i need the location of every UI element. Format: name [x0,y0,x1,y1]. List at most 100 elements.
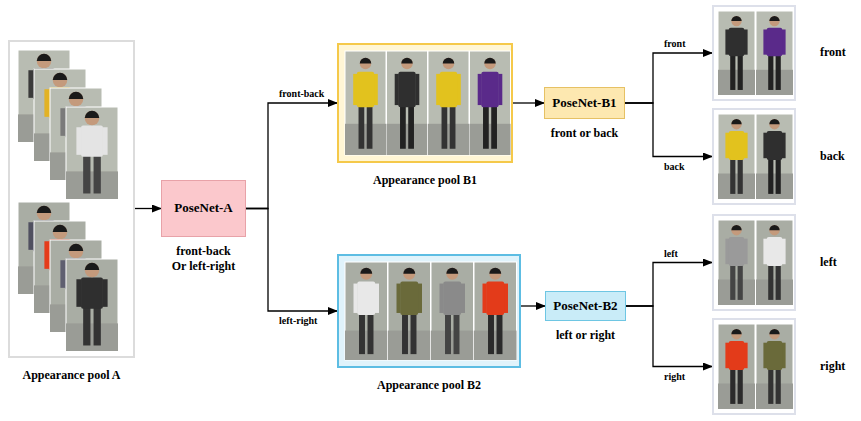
person-head [489,268,501,280]
photo-floor [66,171,118,199]
person-head [360,58,371,69]
person-hair [360,58,371,64]
image-pool: Appearance pool B2 [337,254,521,368]
person-torso [481,72,498,107]
photo-floor [345,331,388,360]
text-slot: back [820,149,845,164]
node-caption: right [820,359,845,374]
person-hair [85,111,100,118]
photo-bg [756,11,793,95]
person-torso [398,72,415,107]
node-caption: Appearance pool B1 [325,173,525,188]
person-head [769,119,779,129]
flow-arrow [626,263,712,307]
person-leg [730,264,735,300]
person-hair [731,119,741,124]
photo-floor [470,124,511,155]
person-head [401,58,412,69]
photo-bg [756,220,793,305]
person-torso [729,28,745,57]
person-head [85,111,100,126]
person-leg [83,307,90,346]
photo-floor [718,384,755,410]
network-box: PoseNet-B2left or right [545,291,626,321]
person-arm [782,29,786,54]
node-caption: left or right [486,328,686,343]
photo-strip [714,7,794,99]
photo-floor [388,331,431,360]
person-torso [729,237,745,266]
person-leg [768,368,773,404]
flow-arrow [246,103,337,209]
photo-floor [387,124,428,155]
output-pool: right [712,318,796,415]
person-head [69,244,84,259]
person-leg [408,105,414,149]
text-slot: left or right [486,328,686,343]
photo-bg [345,262,388,360]
photo-floor [718,70,755,95]
person-hair [53,225,68,232]
person-torso [767,28,783,57]
photo-strip [339,256,519,366]
photo-floor [718,174,755,200]
photo-floor [428,124,469,155]
branch-label: front [663,38,686,50]
person-arm [44,241,49,269]
person-torso [443,282,461,315]
person-hair [489,268,501,274]
image-pool: Appearance pool A [8,40,135,358]
person-hair [360,268,372,274]
person-leg [402,313,408,354]
text-slot: PoseNet-B1 [545,88,624,118]
flow-arrow [625,103,712,157]
person-hair [69,244,84,251]
person-torso [440,72,457,107]
person-leg [94,307,101,346]
photo-bg [718,324,755,409]
node-caption: front or back [485,126,685,141]
photo-floor [756,70,793,95]
photo-strip [714,110,794,203]
person-leg [768,158,773,194]
person-hair [769,119,779,124]
person-torso [767,131,783,160]
person-hair [446,268,458,274]
person-arm [374,74,378,105]
person-arm [354,284,358,313]
photo-bg [718,220,755,305]
person-torso [400,282,418,315]
person-arm [60,260,65,288]
person-arm [478,74,482,105]
flow-arrow [626,306,712,367]
text-slot: right [820,359,845,374]
person-arm [440,284,444,313]
person-arm [725,239,729,265]
person-torso [767,237,783,266]
person-leg [738,264,743,300]
person-arm [418,284,422,313]
node-caption: left [820,255,837,270]
person-arm [744,239,748,265]
person-hair [769,16,779,21]
photo-strip [714,320,794,413]
person-arm [102,127,107,155]
person-leg [730,368,735,404]
photo-bg [387,51,428,155]
person-arm [782,343,786,369]
person-hair [37,54,52,61]
person-torso [767,341,783,370]
branch-label: left-right [278,315,318,327]
text-slot: Appearance pool B1 [325,173,525,188]
person-head [37,206,52,221]
photo-bg [718,11,755,95]
photo-floor [756,280,793,306]
person-arm [483,284,487,313]
person-torso [729,341,745,370]
person-torso [81,277,103,308]
branch-label: back [663,161,686,173]
person-torso [81,125,103,156]
photo-strip [339,45,511,161]
person-leg [738,55,743,90]
photo-strip [10,42,133,356]
